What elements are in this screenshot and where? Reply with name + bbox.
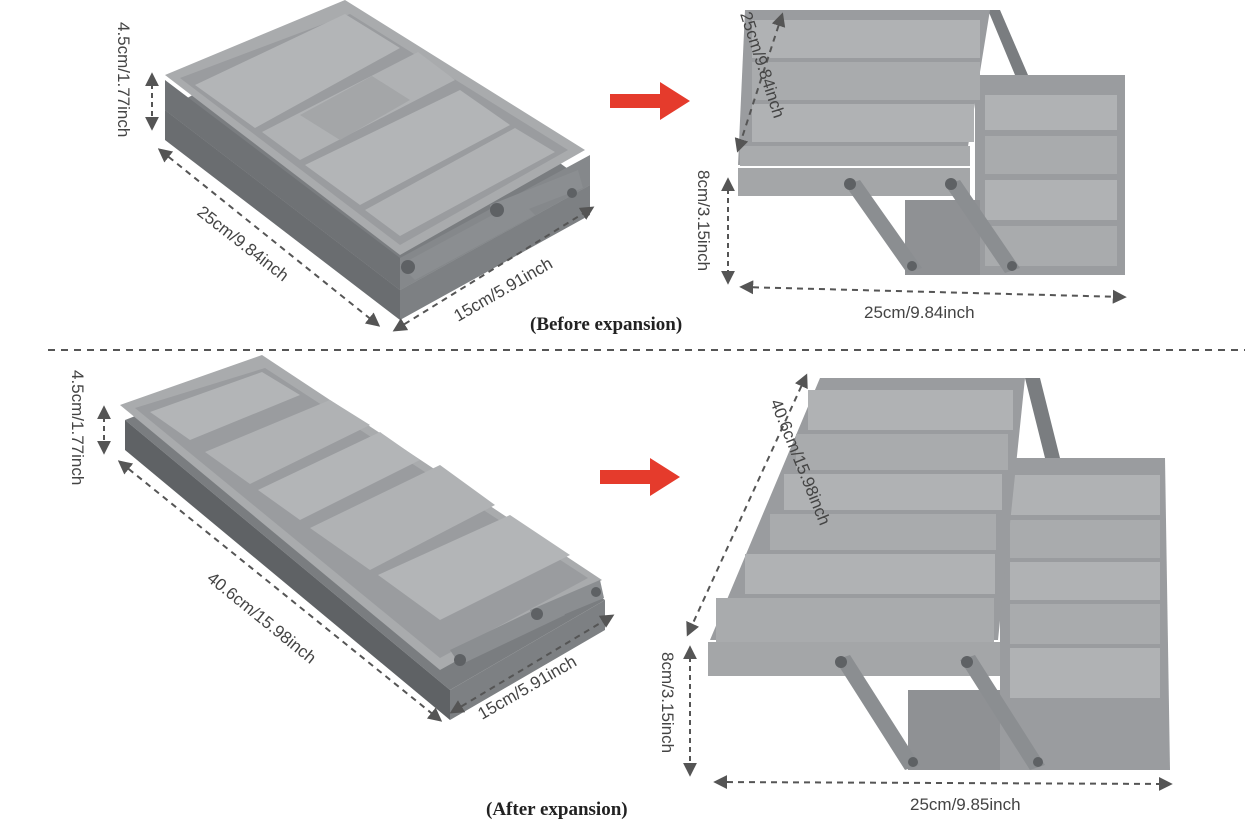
red-arrow-right-icon xyxy=(610,82,690,120)
opened-organizer-image xyxy=(738,10,1125,275)
bottom-right-height-label: 8cm/3.15inch xyxy=(658,652,677,753)
bottom-left-height-label: 4.5cm/1.77inch xyxy=(68,370,87,485)
top-left-height-label: 4.5cm/1.77inch xyxy=(114,22,133,137)
before-expansion-caption: (Before expansion) xyxy=(530,314,682,335)
top-right-length-label: 25cm/9.84inch xyxy=(864,303,975,322)
bottom-right-length-label: 25cm/9.85inch xyxy=(910,795,1021,814)
extended-closed-organizer-image xyxy=(120,355,605,720)
top-right-height-label: 8cm/3.15inch xyxy=(694,170,713,271)
after-expansion-caption: (After expansion) xyxy=(486,799,628,820)
red-arrow-right-icon xyxy=(600,458,680,496)
